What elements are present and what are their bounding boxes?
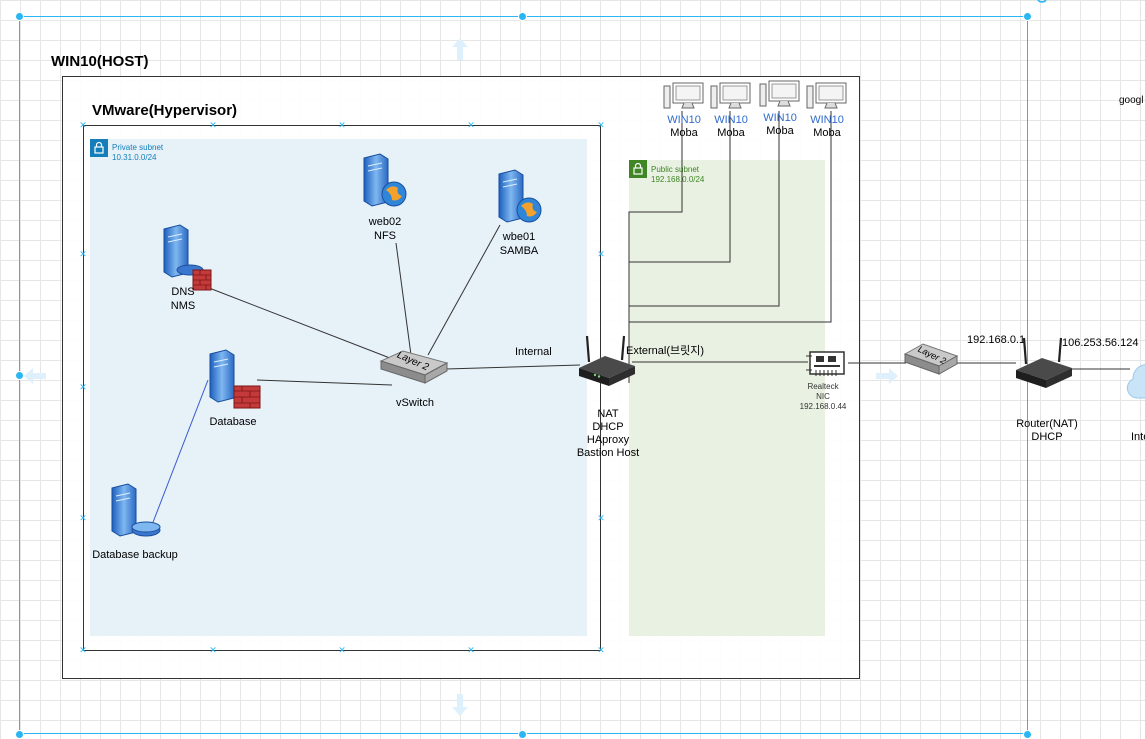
wbe01-label-2: SAMBA (499, 245, 539, 257)
edge-label-internal: Internal (515, 346, 552, 358)
arrow-up-icon[interactable] (452, 38, 468, 60)
edge-vswitch-nat (445, 364, 581, 370)
database-backup-label: Database backup (92, 549, 178, 561)
client-name: WIN10 (714, 114, 748, 126)
router-icon[interactable] (579, 334, 635, 388)
web02-label-2: NFS (374, 230, 396, 242)
selection-marker: ✕ (338, 645, 346, 655)
selection-marker: ✕ (467, 120, 475, 130)
selection-marker: ✕ (79, 382, 87, 392)
computer-icon (806, 82, 847, 109)
vswitch-label: vSwitch (396, 397, 434, 409)
database-server-icon[interactable] (110, 483, 164, 542)
private-subnet-cidr: 10.31.0.0/24 (112, 153, 157, 162)
selection-marker: ✕ (597, 120, 605, 130)
computer-icon (663, 82, 704, 109)
client-sub: Moba (813, 127, 841, 139)
public-subnet[interactable] (629, 160, 825, 636)
dns-label-1: DNS (171, 286, 195, 298)
arrow-right-icon[interactable] (876, 368, 898, 384)
selection-marker: ✕ (597, 249, 605, 259)
router-label-2: DHCP (1031, 431, 1063, 443)
edge-web02-vswitch (395, 242, 412, 356)
selection-marker: ✕ (79, 513, 87, 523)
nat-label-3: HAproxy (586, 434, 630, 446)
client-4[interactable]: WIN10 Moba (803, 82, 851, 142)
wbe01-label-1: wbe01 (502, 231, 536, 243)
cloud-icon[interactable] (1125, 350, 1145, 400)
edge-client3 (629, 111, 780, 307)
server-firewall-icon[interactable] (160, 224, 214, 291)
server-firewall-icon[interactable] (208, 349, 262, 412)
nat-label-4: Bastion Host (576, 447, 640, 459)
arrow-down-icon[interactable] (452, 694, 468, 716)
client-name: WIN10 (763, 112, 797, 124)
edge-client2 (629, 111, 731, 263)
switch-icon[interactable] (379, 350, 449, 385)
selection-marker: ✕ (209, 645, 217, 655)
selection-marker: ✕ (338, 120, 346, 130)
switch-icon[interactable] (903, 343, 959, 378)
resize-handle-left[interactable] (15, 371, 24, 380)
client-sub: Moba (766, 125, 794, 137)
selection-marker: ✕ (79, 120, 87, 130)
private-subnet-title: Private subnet (112, 143, 164, 152)
selection-marker: ✕ (79, 645, 87, 655)
private-subnet[interactable] (90, 139, 587, 636)
client-2[interactable]: WIN10 Moba (707, 82, 755, 142)
web02-label-1: web02 (368, 216, 402, 228)
web-server-icon[interactable] (362, 153, 408, 210)
nat-label-1: NAT (597, 408, 619, 420)
hypervisor-container[interactable] (83, 125, 601, 651)
selection-marker: ✕ (209, 120, 217, 130)
selection-marker: ✕ (597, 645, 605, 655)
lock-icon (629, 160, 647, 178)
rotate-handle-icon[interactable] (1036, 0, 1048, 8)
resize-handle-top-left[interactable] (15, 12, 24, 21)
public-subnet-cidr: 192.168.0.0/24 (651, 175, 705, 184)
nic-icon[interactable] (806, 350, 846, 378)
client-1[interactable]: WIN10 Moba (660, 82, 708, 142)
edge-database-backup (149, 379, 209, 531)
client-name: WIN10 (667, 114, 701, 126)
public-subnet-title: Public subnet (651, 165, 700, 174)
hypervisor-title: VMware(Hypervisor) (92, 102, 238, 119)
realtek-label-2: NIC (816, 392, 830, 401)
host-title: WIN10(HOST) (51, 53, 149, 70)
resize-handle-top-right[interactable] (1023, 12, 1032, 21)
arrow-left-icon[interactable] (24, 368, 46, 384)
selection-marker: ✕ (79, 249, 87, 259)
client-sub: Moba (670, 127, 698, 139)
edge-database-vswitch (256, 379, 393, 386)
router-icon[interactable] (1016, 336, 1072, 390)
client-name: WIN10 (810, 114, 844, 126)
web-server-icon[interactable] (497, 169, 543, 226)
computer-icon (710, 82, 751, 109)
resize-handle-top[interactable] (518, 12, 527, 21)
internet-label: Inte (1131, 431, 1145, 443)
lock-icon (90, 139, 108, 157)
selection-marker: ✕ (467, 645, 475, 655)
realtek-label-3: 192.168.0.44 (799, 402, 847, 411)
selection-marker: ✕ (597, 513, 605, 523)
router-label-1: Router(NAT) (1016, 418, 1078, 430)
nat-label-2: DHCP (592, 421, 624, 433)
edge-client4 (629, 111, 832, 323)
router-wan-ip: 106.253.56.124 (1062, 337, 1139, 349)
google-label: googl (1119, 95, 1144, 106)
computer-icon (759, 80, 800, 107)
edge-dns-vswitch (203, 285, 396, 361)
database-label: Database (209, 416, 257, 428)
realtek-label-1: Realteck (807, 382, 839, 391)
dns-label-2: NMS (170, 300, 196, 312)
edge-label-external: External(브릿지) (626, 345, 705, 357)
router-lan-ip: 192.168.0.1 (967, 334, 1026, 346)
edge-client1 (628, 111, 683, 383)
client-3[interactable]: WIN10 Moba (756, 80, 804, 140)
client-sub: Moba (717, 127, 745, 139)
edge-wbe01-vswitch (427, 224, 501, 356)
